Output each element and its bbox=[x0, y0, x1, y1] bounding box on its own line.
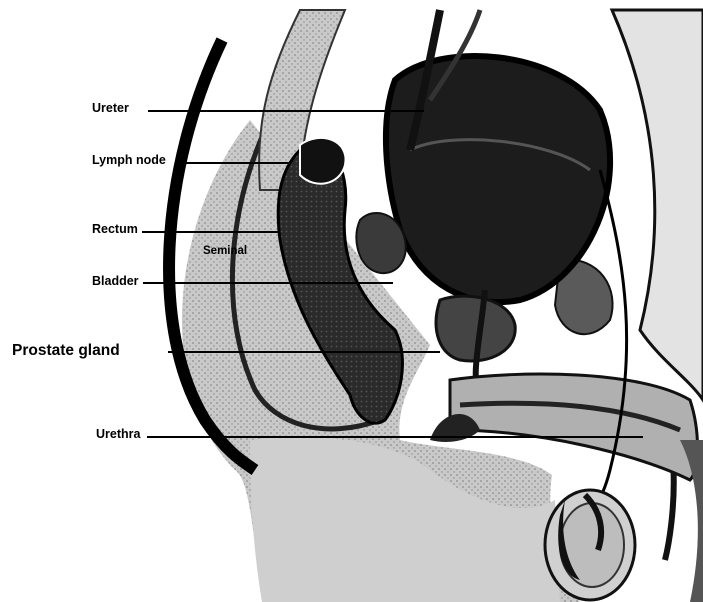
lymph-node-blob bbox=[300, 138, 346, 184]
label-bladder: Bladder bbox=[92, 274, 139, 288]
leader-rectum bbox=[142, 231, 278, 233]
label-prostate-gland: Prostate gland bbox=[12, 342, 120, 360]
leader-ureter bbox=[148, 110, 424, 112]
leader-urethra bbox=[147, 436, 643, 438]
leader-prostate-gland bbox=[168, 351, 440, 353]
label-urethra: Urethra bbox=[96, 427, 140, 441]
label-ureter: Ureter bbox=[92, 101, 129, 115]
label-lymph-node: Lymph node bbox=[92, 153, 166, 167]
label-seminal: Seminal bbox=[203, 245, 247, 257]
leader-lymph-node bbox=[185, 162, 290, 164]
leader-bladder bbox=[143, 282, 393, 284]
label-rectum: Rectum bbox=[92, 222, 138, 236]
testis bbox=[560, 503, 624, 587]
